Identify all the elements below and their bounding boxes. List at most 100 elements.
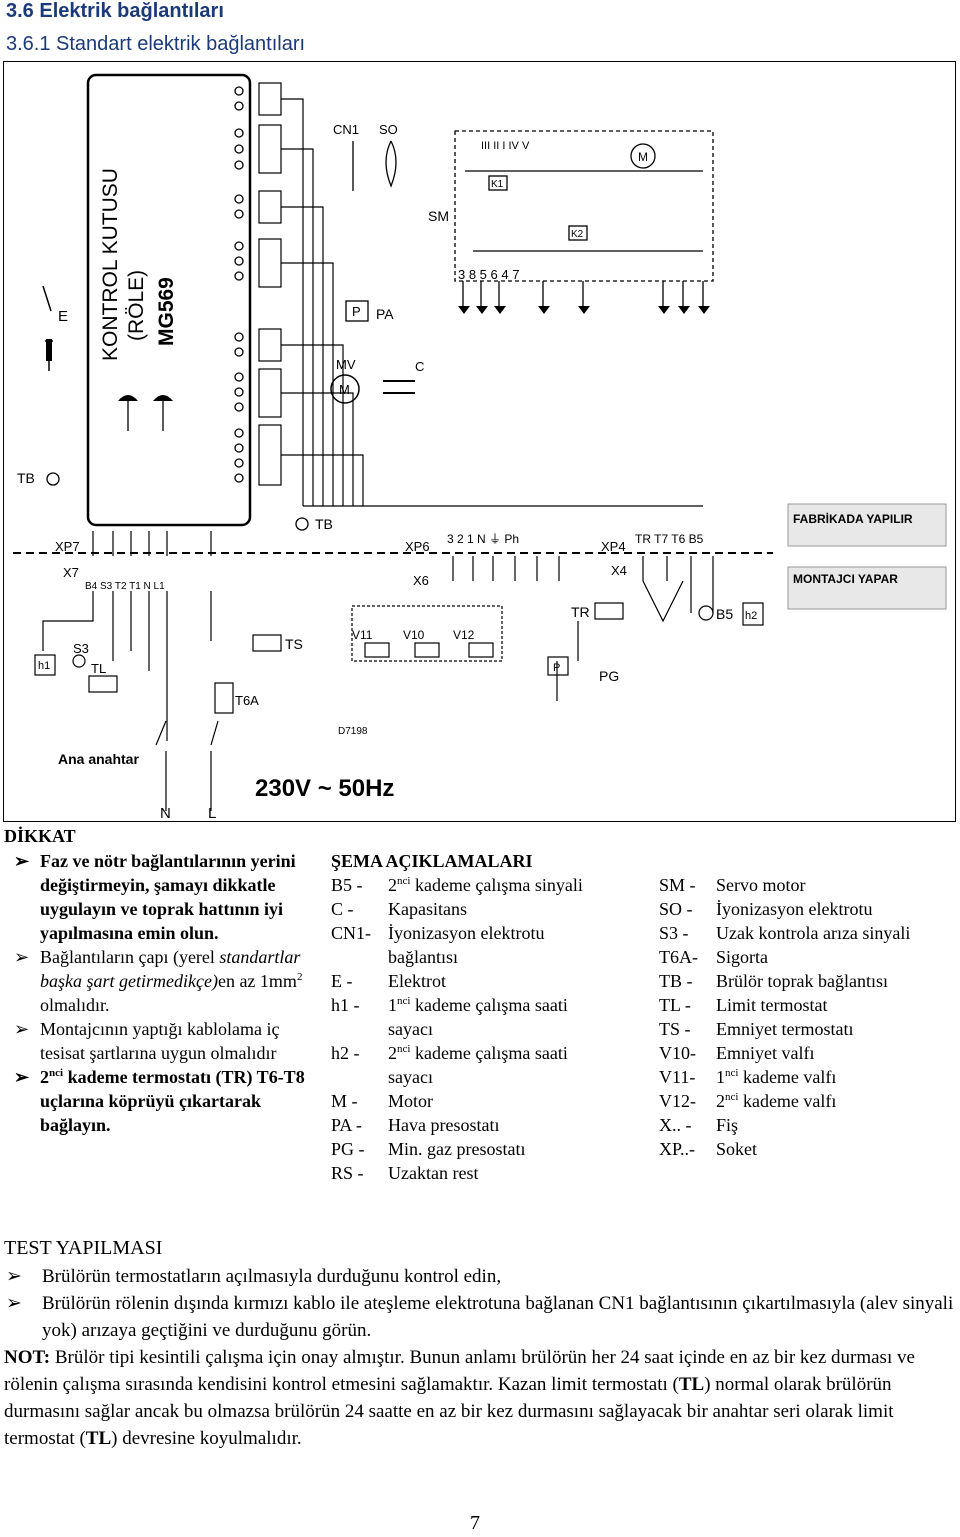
note-text: ) devresine koyulmalıdır. <box>111 1428 302 1449</box>
legend-code: XP..- <box>659 1139 696 1159</box>
legend-row: B5 - 2nci kademe çalışma sinyali <box>331 873 583 897</box>
bullet-arrow-icon: ➢ <box>6 1293 22 1314</box>
legend-row: M -Motor <box>331 1089 583 1113</box>
legend-code: X.. - <box>659 1115 692 1135</box>
sm-terminals: 3 8 5 6 4 7 <box>458 267 519 282</box>
n-label: N <box>160 805 171 822</box>
legend-code: S3 - <box>659 923 689 943</box>
legend-code: B5 - <box>331 875 363 895</box>
bullet-arrow-icon: ➢ <box>14 851 30 871</box>
legend-code: TL - <box>659 995 691 1015</box>
superscript: 2 <box>296 971 303 983</box>
legend-text: 2nci kademe çalışma sinyali <box>388 873 583 897</box>
legend-description: bağlantısı <box>388 947 458 967</box>
note-paragraph: NOT: Brülör tipi kesintili çalışma için … <box>4 1344 956 1452</box>
warning-text: olmalıdır. <box>40 995 110 1015</box>
legend-row: XP..- Soket <box>659 1137 910 1161</box>
bullet-arrow-icon: ➢ <box>14 1019 30 1039</box>
legend-row: S3 -Uzak kontrola arıza sinyali <box>659 921 910 945</box>
factory-label: FABRİKADA YAPILIR <box>793 511 913 526</box>
cn1-label: CN1 <box>333 122 359 137</box>
mv-label: MV <box>336 357 356 372</box>
legend-description: Motor <box>388 1091 433 1111</box>
wiring-diagram: KONTROL KUTUSU (RÖLE) MG569 <box>3 61 956 822</box>
k1-label: K1 <box>491 179 504 190</box>
legend-ordinal: 1 <box>716 1067 725 1087</box>
test-text: Brülörün termostatların açılmasıyla durd… <box>42 1266 502 1287</box>
superscript: nci <box>725 1091 739 1103</box>
legend-description: Kapasitans <box>388 899 467 919</box>
xp7-label: XP7 <box>55 539 80 554</box>
pa-label: PA <box>376 306 394 322</box>
legend-row: RS -Uzaktan rest <box>331 1161 583 1185</box>
legend-text: sayacı <box>388 1017 433 1041</box>
legend-description: Elektrot <box>388 971 446 991</box>
legend-text: Brülör toprak bağlantısı <box>716 969 888 993</box>
legend-text: Soket <box>716 1137 757 1161</box>
legend-row: X.. - Fiş <box>659 1113 910 1137</box>
legend-code: CN1- <box>331 923 371 943</box>
h1-label: h1 <box>38 660 50 672</box>
legend-description: kademe valfı <box>738 1067 837 1087</box>
legend-description: sayacı <box>388 1019 433 1039</box>
so-label: SO <box>379 122 398 137</box>
test-list: ➢ Brülörün termostatların açılmasıyla du… <box>4 1263 954 1344</box>
bullet-arrow-icon: ➢ <box>14 947 30 967</box>
legend-description: Hava presostatı <box>388 1115 500 1135</box>
tb-label-left: TB <box>17 470 35 486</box>
legend-code <box>331 1065 388 1089</box>
v10-label: V10 <box>403 628 425 642</box>
legend-row: PA -Hava presostatı <box>331 1113 583 1137</box>
legend-row: TS -Emniyet termostatı <box>659 1017 910 1041</box>
legend-text: İyonizasyon elektrotu <box>388 921 544 945</box>
warning-text: Bağlantıların çapı (yerel <box>40 947 220 967</box>
legend-text: Uzaktan rest <box>388 1161 478 1185</box>
m-label: M <box>638 150 648 164</box>
legend-code <box>331 945 388 969</box>
legend-text: Min. gaz presostatı <box>388 1137 525 1161</box>
test-item: ➢ Brülörün rölenin dışında kırmızı kablo… <box>4 1290 954 1344</box>
legend-description: Emniyet valfı <box>716 1043 815 1063</box>
warning-item: ➢ Montajcının yaptığı kablolama iç tesis… <box>14 1017 314 1065</box>
sm-label: SM <box>428 208 449 224</box>
legend-text: bağlantısı <box>388 945 458 969</box>
subsection-heading: 3.6.1 Standart elektrik bağlantıları <box>6 33 306 55</box>
legend-ordinal: 2 <box>388 1043 397 1063</box>
legend-left: ŞEMA AÇIKLAMALARI B5 -2nci kademe çalışm… <box>331 849 583 1185</box>
legend-code: h2 - <box>331 1043 360 1063</box>
legend-code: TS - <box>659 1019 691 1039</box>
legend-row: sayacı <box>331 1017 583 1041</box>
legend-description: Fiş <box>716 1115 739 1135</box>
warning-italic: standartlar başka şart getirmedikçe) <box>40 947 301 991</box>
control-box-sub: (RÖLE) <box>125 270 148 341</box>
bullet-arrow-icon: ➢ <box>6 1266 22 1287</box>
legend-code: V10- <box>659 1043 696 1063</box>
e-label: E <box>58 308 68 325</box>
control-box-title: KONTROL KUTUSU <box>99 168 122 361</box>
warning-text: Faz ve nötr bağlantılarının yerini değiş… <box>40 851 296 943</box>
legend-row: C -Kapasitans <box>331 897 583 921</box>
xp6-terminals: 3 2 1 N ⏚ Ph <box>447 532 519 546</box>
legend-code: PG - <box>331 1139 365 1159</box>
x7-label: X7 <box>63 565 79 580</box>
warning-item: ➢ Bağlantıların çapı (yerel standartlar … <box>14 945 314 1017</box>
legend-row: PG - Min. gaz presostatı <box>331 1137 583 1161</box>
legend-text: 1nci kademe valfı <box>716 1065 836 1089</box>
legend-row: CN1- İyonizasyon elektrotu <box>331 921 583 945</box>
pg-label: PG <box>599 668 619 684</box>
p-label: P <box>352 304 361 319</box>
legend-description: kademe valfı <box>738 1091 837 1111</box>
warning-text: 2 <box>40 1067 49 1087</box>
note-text: Brülör tipi kesintili çalışma için onay … <box>4 1347 915 1395</box>
main-switch-label: Ana anahtar <box>58 751 139 767</box>
v11-label: V11 <box>352 628 373 642</box>
sm-roman: III II I IV V <box>481 140 530 152</box>
warning-item: ➢ Faz ve nötr bağlantılarının yerini değ… <box>14 849 314 945</box>
warning-text: kademe termostatı (TR) T6-T8 uçlarına kö… <box>40 1067 305 1135</box>
legend-description: kademe çalışma saati <box>410 995 568 1015</box>
superscript: nci <box>49 1067 64 1079</box>
legend-ordinal: 2 <box>716 1091 725 1111</box>
legend-code: T6A- <box>659 947 698 967</box>
